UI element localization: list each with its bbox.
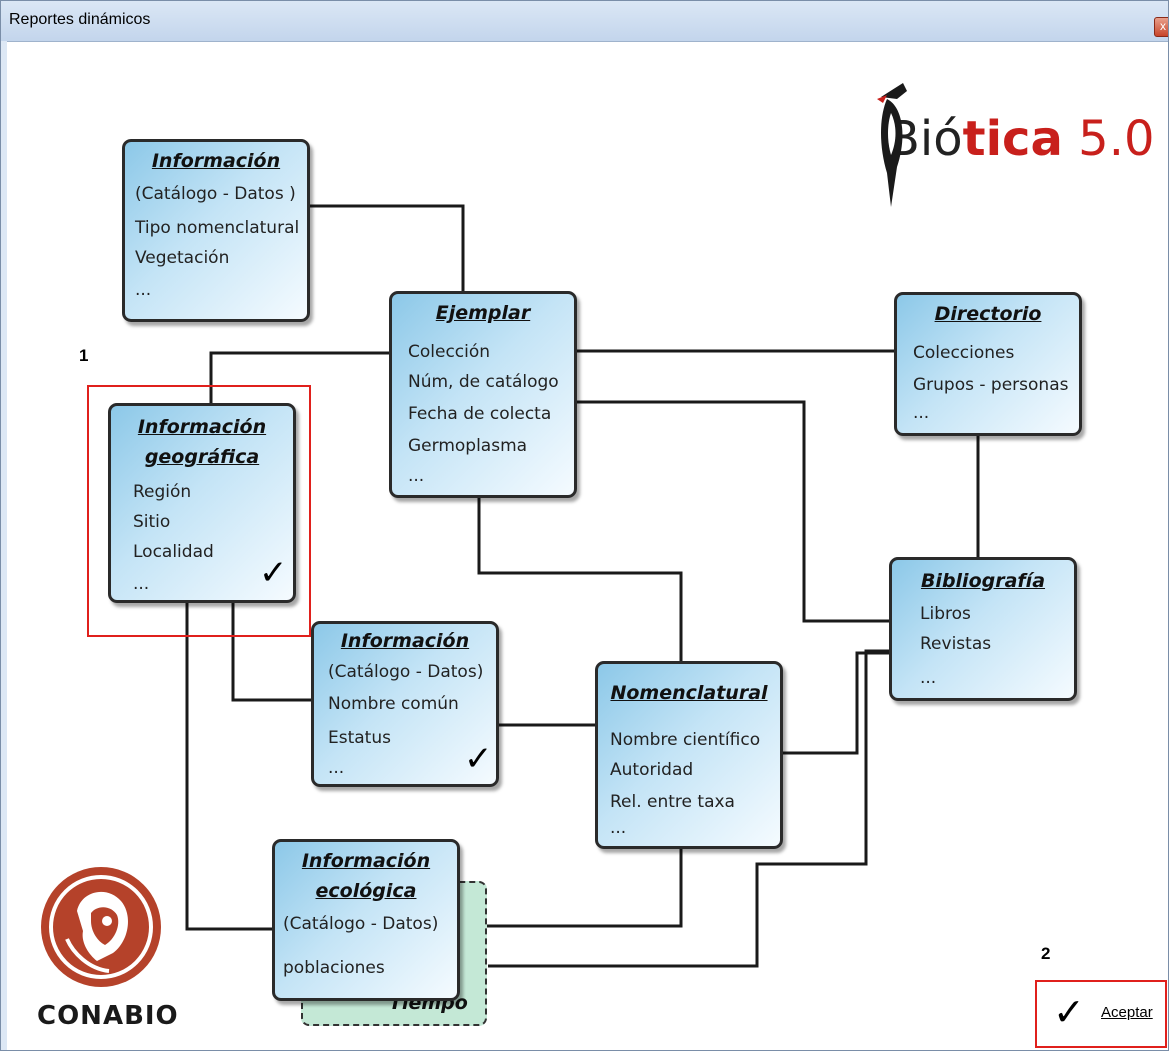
box-line: ...: [328, 758, 345, 778]
box-line: poblaciones: [283, 958, 385, 978]
box-informacion-ecologica[interactable]: Información ecológica (Catálogo - Datos)…: [272, 839, 460, 1001]
box-nomenclatural[interactable]: Nomenclatural Nombre científico Autorida…: [595, 661, 783, 849]
box-title: Información: [340, 630, 470, 652]
box-informacion-nombre-comun[interactable]: Información (Catálogo - Datos) Nombre co…: [311, 621, 499, 787]
box-informacion-geografica[interactable]: Información geográfica Región Sitio Loca…: [108, 403, 296, 603]
box-line: ...: [133, 574, 150, 594]
box-directorio[interactable]: Directorio Colecciones Grupos - personas…: [894, 292, 1082, 436]
box-line: (Catálogo - Datos): [328, 662, 484, 682]
selection-highlight-geografica: [87, 385, 311, 637]
box-title: Información: [301, 850, 431, 872]
box-line: ...: [408, 466, 425, 486]
accept-button[interactable]: ✓ Aceptar: [1037, 982, 1165, 1046]
box-ejemplar[interactable]: Ejemplar Colección Núm, de catálogo Fech…: [389, 291, 577, 498]
box-line: Estatus: [328, 728, 391, 748]
link-geografica-info2: [231, 601, 313, 702]
box-title: Bibliografía: [920, 570, 1046, 592]
box-title: Nomenclatural: [610, 682, 768, 704]
box-line: ...: [913, 403, 930, 423]
box-title: Directorio: [934, 303, 1042, 325]
conabio-wordmark: CONABIO: [37, 1001, 179, 1031]
woodpecker-icon: [877, 83, 907, 207]
box-line: ...: [135, 280, 152, 300]
checkmark-icon: ✓: [1053, 992, 1085, 1034]
checkmark-icon: ✓: [464, 739, 493, 779]
box-line: (Catálogo - Datos ): [135, 184, 296, 204]
annotation-marker-1: 1: [79, 346, 89, 365]
logo-text-tica: tica: [962, 111, 1063, 167]
box-line: Colecciones: [913, 343, 1015, 363]
box-line: Revistas: [920, 634, 992, 654]
logo-text-version: 5.0: [1062, 111, 1155, 167]
box-title-2: geográfica: [144, 446, 260, 468]
box-title: Información: [151, 150, 281, 172]
box-line: Grupos - personas: [913, 375, 1069, 395]
biotica-logo: Biótica 5.0: [877, 83, 1155, 207]
conabio-emblem-icon: [41, 867, 161, 987]
link-ejemplar-nomenclatural: [477, 497, 683, 663]
selection-highlight-accept: [1035, 980, 1167, 1048]
box-line: Núm, de catálogo: [408, 372, 559, 392]
box-bibliografia[interactable]: Bibliografía Libros Revistas ...: [889, 557, 1077, 701]
window-title: Reportes dinámicos: [9, 11, 151, 28]
box-title: Información: [137, 416, 267, 438]
link-ecologica-nomenclatural: [456, 846, 683, 928]
close-button[interactable]: x: [1154, 17, 1168, 37]
link-ejemplar-geografica: [209, 351, 391, 405]
link-ecologica-bibliografia: [489, 649, 891, 968]
link-geografica-ecologica: [185, 601, 274, 931]
box-line: Localidad: [133, 542, 214, 562]
title-bar: Reportes dinámicos x: [1, 1, 1168, 42]
box-line: Germoplasma: [408, 436, 528, 456]
box-line: ...: [610, 818, 627, 838]
box-line: Autoridad: [610, 760, 694, 780]
box-line: Sitio: [133, 512, 171, 532]
annotation-marker-2: 2: [1041, 944, 1051, 963]
link-info-ejemplar: [306, 204, 465, 293]
box-line: Región: [133, 482, 192, 502]
link-ejemplar-bibliografia: [573, 400, 891, 623]
box-line: Nombre científico: [610, 730, 761, 750]
box-title-2: ecológica: [315, 880, 417, 902]
box-informacion-catalogo[interactable]: Información (Catálogo - Datos ) Tipo nom…: [122, 139, 310, 322]
box-line: Nombre común: [328, 694, 459, 714]
box-line: Rel. entre taxa: [610, 792, 735, 812]
box-title: Ejemplar: [435, 302, 531, 324]
window-left-edge: [1, 41, 7, 1050]
box-line: ...: [920, 668, 937, 688]
link-nomenclatural-bibliografia: [779, 651, 891, 755]
box-line: Libros: [920, 604, 971, 624]
box-line: Colección: [408, 342, 491, 362]
box-line: Vegetación: [135, 248, 230, 268]
box-line: Tipo nomenclatural: [135, 218, 300, 238]
box-line: Fecha de colecta: [408, 404, 552, 424]
accept-button-label: Aceptar: [1101, 1004, 1153, 1021]
checkmark-icon: ✓: [259, 553, 288, 593]
box-line: (Catálogo - Datos): [283, 914, 439, 934]
